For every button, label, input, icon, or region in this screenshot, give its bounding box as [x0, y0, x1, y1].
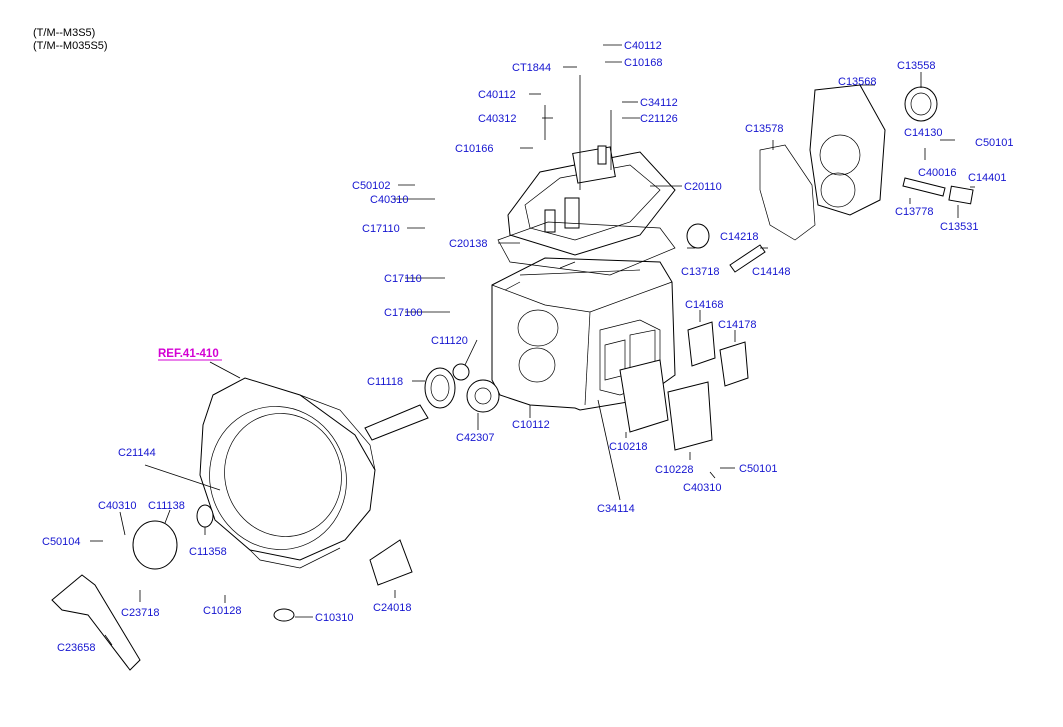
roller-bearing: [686, 223, 710, 249]
label-c10166[interactable]: C10166: [455, 143, 494, 155]
plate-c10228: [667, 381, 713, 451]
label-c42307[interactable]: C42307: [456, 432, 495, 444]
rear-cover: [809, 84, 886, 216]
label-c14168[interactable]: C14168: [685, 299, 724, 311]
label-c40310-left[interactable]: C40310: [98, 500, 137, 512]
label-c10310[interactable]: C10310: [315, 612, 354, 624]
shift-pin: [729, 244, 766, 273]
label-c24018[interactable]: C24018: [373, 602, 412, 614]
label-ct1844[interactable]: CT1844: [512, 62, 551, 74]
part-labels: C40112 CT1844 C10168 C40112 C34112 C4031…: [42, 40, 1014, 654]
label-c40310-lower[interactable]: C40310: [683, 482, 722, 494]
label-c40112[interactable]: C40112: [478, 89, 516, 101]
leader-lines: [90, 44, 975, 646]
bushing: [452, 363, 470, 381]
oil-seal-c11358: [196, 504, 214, 528]
label-c14130[interactable]: C14130: [904, 127, 943, 139]
rear-gasket: [759, 144, 816, 241]
top-cover: [507, 145, 676, 256]
model-code-line-1: (T/M--M3S5): [33, 27, 96, 39]
label-c11118[interactable]: C11118: [367, 376, 403, 388]
label-c40112-top[interactable]: C40112: [624, 40, 662, 52]
release-fork: [51, 574, 141, 671]
label-c10128[interactable]: C10128: [203, 605, 242, 617]
plate-c10218: [619, 359, 669, 433]
label-c17110[interactable]: C17110: [384, 273, 422, 285]
label-c14148[interactable]: C14148: [752, 266, 791, 278]
cover-gasket: [497, 221, 676, 276]
label-c34112[interactable]: C34112: [640, 97, 678, 109]
label-c40312[interactable]: C40312: [478, 113, 517, 125]
dust-boot: [369, 539, 413, 586]
label-c11120[interactable]: C11120: [431, 335, 468, 347]
label-c40016[interactable]: C40016: [918, 167, 957, 179]
model-code-line-2: (T/M--M035S5): [33, 40, 108, 52]
label-c13568[interactable]: C13568: [838, 76, 877, 88]
label-c20138[interactable]: C20138: [449, 238, 488, 250]
label-c13558[interactable]: C13558: [897, 60, 936, 72]
release-hub: [132, 520, 178, 570]
label-c13578[interactable]: C13578: [745, 123, 784, 135]
label-c10218[interactable]: C10218: [609, 441, 648, 453]
label-c23718[interactable]: C23718: [121, 607, 160, 619]
label-c50102[interactable]: C50102: [352, 180, 391, 192]
label-c10228[interactable]: C10228: [655, 464, 694, 476]
input-shaft: [364, 367, 456, 441]
ref-label[interactable]: REF.41-410: [158, 348, 219, 360]
label-c23658[interactable]: C23658: [57, 642, 96, 654]
label-c50104[interactable]: C50104: [42, 536, 81, 548]
label-c50101-lower[interactable]: C50101: [739, 463, 778, 475]
label-c17100[interactable]: C17100: [384, 307, 423, 319]
washer-c10310: [273, 608, 295, 622]
label-c21144[interactable]: C21144: [118, 447, 156, 459]
label-c14218[interactable]: C14218: [720, 231, 759, 243]
label-c34114[interactable]: C34114: [597, 503, 635, 515]
label-c14178[interactable]: C14178: [718, 319, 757, 331]
label-c10112[interactable]: C10112: [512, 419, 550, 431]
speedometer-shaft: [902, 177, 946, 197]
plate-c14168: [687, 321, 716, 367]
plate-c14178: [719, 341, 749, 387]
bearing: [466, 379, 500, 413]
label-c50101-upper[interactable]: C50101: [975, 137, 1014, 149]
label-c14401[interactable]: C14401: [968, 172, 1007, 184]
label-c11358[interactable]: C11358: [189, 546, 227, 558]
label-c13778[interactable]: C13778: [895, 206, 934, 218]
label-c13718[interactable]: C13718: [681, 266, 720, 278]
label-c20110[interactable]: C20110: [684, 181, 722, 193]
clutch-housing: [199, 377, 376, 569]
speedometer-sleeve: [948, 185, 974, 205]
label-c10168[interactable]: C10168: [624, 57, 663, 69]
label-c40310-upper[interactable]: C40310: [370, 194, 409, 206]
label-c13531[interactable]: C13531: [940, 221, 979, 233]
label-c21126[interactable]: C21126: [640, 113, 678, 125]
label-c11138[interactable]: C11138: [148, 500, 185, 512]
oil-seal: [904, 86, 938, 122]
label-c17110-upper[interactable]: C17110: [362, 223, 400, 235]
